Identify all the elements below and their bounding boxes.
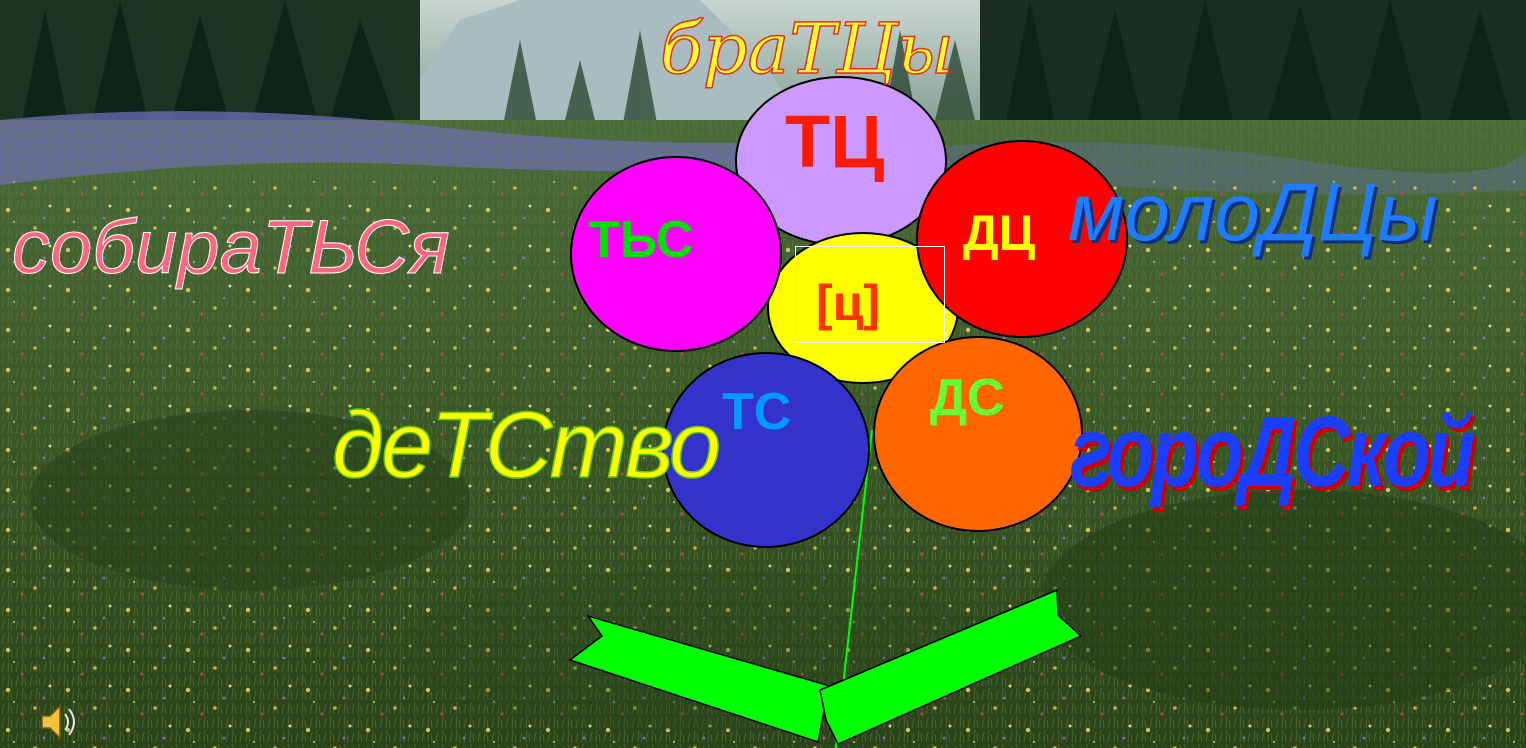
petal-left-label: ТЬС [588, 214, 693, 266]
left-leaf [570, 616, 830, 742]
word-bratsy: браТЦы [660, 14, 954, 84]
petal-center-label: [ц] [816, 278, 880, 328]
right-leaf [820, 590, 1081, 744]
petal-bottom-right [873, 336, 1083, 532]
petal-bottom-left-label: ТС [722, 386, 791, 438]
word-sobiratsya: собираТЬСя [12, 210, 450, 286]
word-gorodskoy: гороДСкой [1070, 402, 1472, 502]
word-detstvo: деТСтво [332, 398, 718, 492]
petal-top-label: ТЦ [785, 105, 884, 179]
word-molodtsy: молоДЦы [1068, 172, 1438, 254]
speaker-icon[interactable] [36, 700, 80, 744]
petal-bottom-right-label: ДС [930, 372, 1005, 424]
petal-right-label: ДЦ [963, 208, 1035, 258]
